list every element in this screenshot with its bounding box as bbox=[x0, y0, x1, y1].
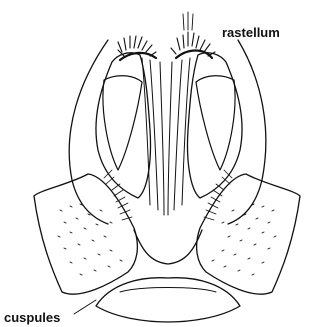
label-cuspules: cuspules bbox=[4, 311, 60, 324]
lower-lip-inner bbox=[120, 288, 216, 293]
right-inner-line-2 bbox=[182, 58, 190, 205]
left-coxa-stipple bbox=[58, 204, 122, 275]
cuspules-leader bbox=[74, 300, 96, 314]
carapace-outline bbox=[69, 40, 266, 224]
left-chelicera bbox=[96, 53, 151, 198]
right-coxa-stipple bbox=[212, 204, 276, 275]
lower-lip bbox=[96, 278, 240, 322]
left-inner-line bbox=[150, 60, 158, 210]
center-strip bbox=[160, 62, 172, 215]
right-chelicera bbox=[188, 53, 243, 198]
left-setae bbox=[104, 170, 132, 220]
rastellum-spines-right bbox=[171, 12, 215, 58]
left-fang bbox=[103, 76, 142, 170]
right-fang bbox=[196, 76, 235, 170]
label-rastellum: rastellum bbox=[222, 26, 280, 39]
rastellum-spines-left bbox=[118, 36, 156, 60]
left-coxa bbox=[34, 174, 137, 294]
labium bbox=[134, 230, 202, 264]
right-inner-line bbox=[174, 60, 182, 210]
